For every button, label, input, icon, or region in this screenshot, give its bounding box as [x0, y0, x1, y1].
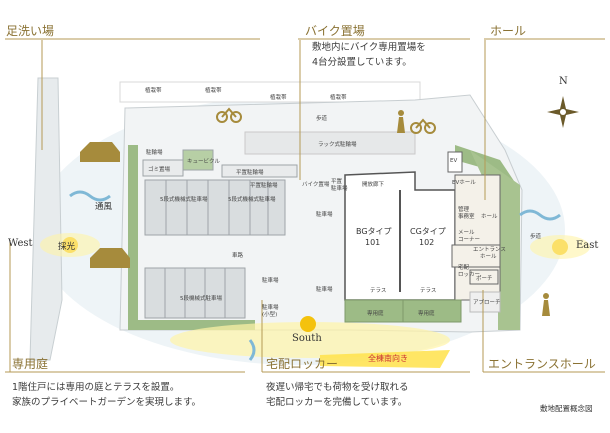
- walkway-label: 歩道: [316, 116, 328, 122]
- callout-bike-body-2: 4台分設置しています。: [312, 57, 412, 68]
- wind-label: 通風: [95, 202, 113, 212]
- car-icon-west-bottom: [90, 248, 130, 268]
- flat-bike-area: [221, 164, 298, 178]
- mech-parking-label-2: 5段式機械式駐車場: [228, 197, 276, 203]
- callout-locker-body-1: 夜遅い帰宅でも荷物を受け取れる: [266, 382, 409, 393]
- walkway-label-2: 歩道: [530, 234, 542, 240]
- entrance-block: [451, 244, 501, 268]
- car-icon-west-top: [80, 142, 120, 162]
- bike-parking-label: バイク置場: [302, 182, 330, 188]
- wind-icon-south: [248, 339, 256, 361]
- ev-hall-label: EVホール: [452, 180, 476, 186]
- walker-icon-right: [542, 293, 550, 316]
- planting-label-2: 植栽帯: [205, 88, 222, 94]
- entrance-hall-map-label-1: エントランス: [473, 247, 506, 253]
- callout-private-garden-body-1: 1階住戸には専用の庭とテラスを設置。: [12, 382, 180, 393]
- south-sun-glow: [170, 322, 450, 358]
- callout-hall-title: ホール: [490, 24, 527, 38]
- car-parking-label-3: 駐車場: [316, 287, 333, 293]
- mech-parking-label-1: 5段式機械式駐車場: [160, 197, 208, 203]
- light-label: 採光: [58, 242, 76, 252]
- type-b-label-1: BGタイプ: [356, 227, 392, 236]
- callout-private-garden-body-2: 家族のプライベートガーデンを実現します。: [12, 397, 202, 408]
- type-c-label-2: 102: [419, 238, 435, 247]
- callout-entrance-hall-title: エントランスホール: [488, 357, 596, 371]
- delivery-label-1: 宅配: [458, 265, 470, 271]
- type-b-label-2: 101: [365, 238, 381, 247]
- callout-foot-wash-title: 足洗い場: [6, 24, 55, 38]
- approach-label: アプローチ: [473, 300, 501, 306]
- car-parking-label-2: 駐車場: [262, 278, 279, 284]
- garbage-label: ゴミ置場: [148, 167, 171, 173]
- planting-label-4: 植栽帯: [330, 95, 347, 101]
- callout-private-garden-title: 専用庭: [12, 357, 49, 371]
- south-label: South: [292, 333, 322, 344]
- callout-bike-body-1: 敷地内にバイク専用置場を: [312, 42, 426, 53]
- rack-bike-label: ラック式駐輪場: [318, 142, 357, 148]
- bicycle-icon-right: [410, 118, 436, 134]
- green-east-right: [470, 150, 520, 330]
- cubicle-area: [182, 149, 214, 171]
- wind-icon-west: [69, 190, 111, 202]
- compass-n-label: N: [559, 76, 568, 87]
- all-south-label: 全棟南向き: [368, 354, 408, 363]
- mail-label-1: メール: [458, 230, 475, 236]
- planting-label-3: 植栽帯: [270, 95, 287, 101]
- compass-icon: [547, 96, 579, 128]
- car-parking-small-label-1: 駐車場: [262, 305, 279, 311]
- planting-label-1: 植栽帯: [145, 88, 162, 94]
- sun-icon-south: [300, 316, 316, 332]
- garden-c-label: 専用庭: [418, 311, 435, 317]
- management-label-1: 管理: [458, 207, 470, 213]
- terrace-label-1: テラス: [370, 288, 387, 294]
- mech-parking-row-2: [144, 267, 246, 319]
- callout-locker-title: 宅配ロッカー: [266, 357, 339, 371]
- south-yellow-band: [320, 350, 450, 368]
- porch-label: ポーチ: [476, 276, 493, 282]
- type-c-label-1: CGタイプ: [410, 227, 446, 236]
- car-parking-label-1: 駐車場: [316, 212, 333, 218]
- west-road: [29, 77, 63, 361]
- garden-b-label: 専用庭: [367, 311, 384, 317]
- east-label: East: [576, 240, 599, 251]
- garden-c: [402, 299, 462, 323]
- flat-parking-label-2: 駐車場: [331, 186, 348, 192]
- north-planting-band: [119, 81, 421, 103]
- cubicle-label: キュービクル: [187, 159, 220, 165]
- road-label: 車路: [232, 253, 244, 259]
- car-parking-small-label-2: (小型): [262, 312, 278, 318]
- flat-parking-label-1: 平置: [331, 179, 343, 185]
- green-edge-west: [128, 145, 138, 330]
- approach-path: [469, 291, 501, 313]
- terrace-label-2: テラス: [420, 288, 437, 294]
- flat-bike-label-1: 平置駐輪場: [236, 170, 264, 176]
- porch-block: [469, 269, 499, 285]
- note-label: 敷地配置概念図: [540, 404, 593, 413]
- entrance-hall-map-label-2: ホール: [480, 254, 497, 260]
- management-label-2: 事務室: [458, 214, 475, 220]
- west-label: West: [8, 238, 33, 249]
- flat-bike-label-2: 平置駐輪場: [250, 183, 278, 189]
- wind-icon-east: [519, 209, 561, 221]
- mail-label-2: コーナー: [458, 237, 481, 243]
- callout-bike-title: バイク置場: [305, 24, 365, 38]
- delivery-label-2: ロッカー: [458, 272, 481, 278]
- rack-bike-band: [244, 131, 416, 155]
- mech-parking-row-1: [144, 179, 286, 236]
- ev-label: EV: [450, 158, 458, 164]
- hall-map-label: ホール: [481, 214, 498, 220]
- mech-parking-label-3: 5段機械式駐車場: [180, 296, 222, 302]
- walker-icon-top: [397, 110, 405, 133]
- bicycle-icon-top: [216, 107, 242, 123]
- open-corridor-label: 開放廊下: [362, 182, 385, 188]
- bicycle-parking-label: 駐輪場: [146, 150, 163, 156]
- ev-block: [447, 151, 463, 173]
- callout-locker-body-2: 宅配ロッカーを完備しています。: [266, 397, 408, 408]
